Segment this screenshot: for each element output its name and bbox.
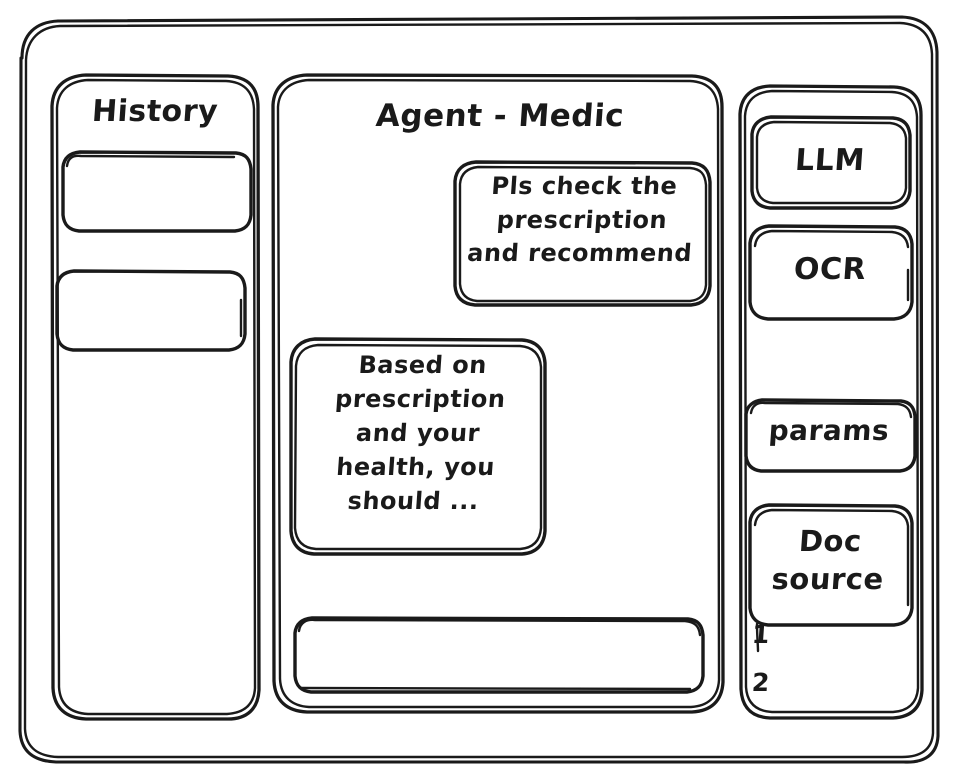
- main-panel: [273, 75, 723, 712]
- history-panel: [52, 75, 259, 719]
- tools-panel: [740, 86, 922, 718]
